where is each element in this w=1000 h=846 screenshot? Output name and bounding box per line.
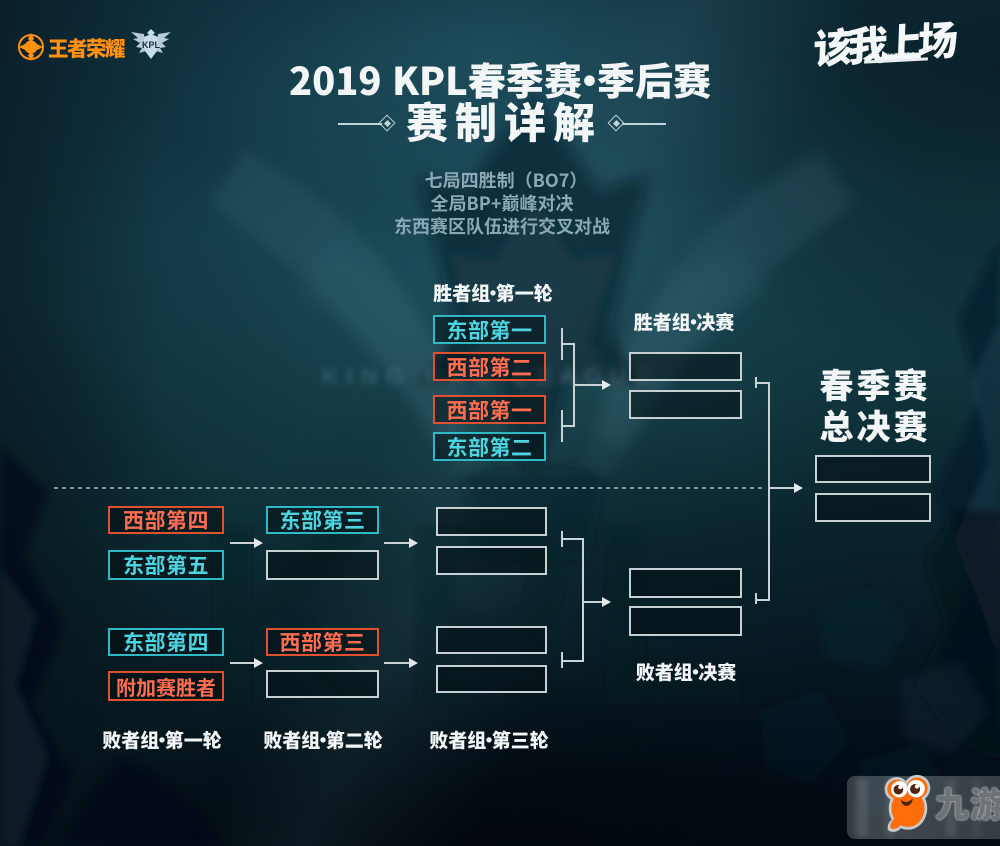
svg-text:KPL: KPL: [142, 40, 161, 50]
svg-text:王者荣耀: 王者荣耀: [48, 32, 125, 62]
